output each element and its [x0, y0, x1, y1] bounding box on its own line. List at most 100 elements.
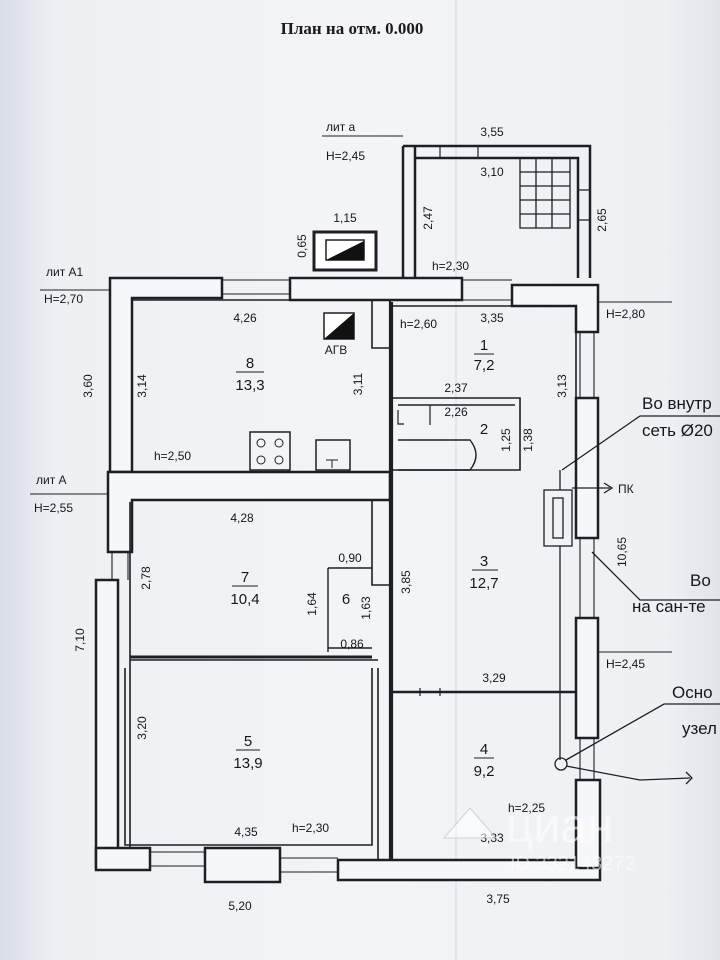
dim-3-11: 3,11 [351, 372, 365, 395]
height-room1: h=2,60 [400, 317, 437, 331]
dim-3-55: 3,55 [480, 125, 504, 139]
room-3-number: 3 [480, 553, 488, 570]
watermark-id: ID 332143272 [510, 853, 636, 875]
room-7: 7 10,4 [230, 569, 259, 608]
lit-A-height: H=2,55 [34, 501, 73, 515]
height-ext-mid: H=2,45 [606, 657, 645, 671]
veranda-stairs [519, 158, 571, 229]
lit-a1-height: H=2,70 [44, 292, 83, 306]
room-7-area: 10,4 [230, 591, 259, 608]
dim-1-25: 1,25 [499, 428, 513, 452]
room-7-number: 7 [241, 569, 249, 586]
note2-line1: Во [690, 571, 711, 590]
sink-fixture [397, 405, 431, 425]
height-ext-top: H=2,80 [606, 307, 645, 321]
note1-line2: сеть Ø20 [642, 421, 713, 440]
dim-2-26: 2,26 [444, 405, 468, 419]
door-mark-4 [419, 688, 441, 696]
room-3-area: 12,7 [469, 575, 498, 592]
dim-5-20: 5,20 [228, 899, 252, 913]
outer-wall-bottom-mid [203, 846, 282, 884]
closet-6 [327, 567, 372, 652]
room-4-number: 4 [480, 741, 488, 758]
room-8-area: 13,3 [235, 377, 264, 394]
lit-A-name: лит А [36, 473, 67, 487]
dim-7-10: 7,10 [73, 628, 87, 652]
dim-1-63: 1,63 [359, 596, 373, 620]
fire-hydrant-arrow [572, 482, 614, 494]
dim-4-26: 4,26 [233, 311, 257, 325]
dim-2-78: 2,78 [139, 566, 153, 590]
top-window-veranda [462, 279, 512, 301]
riser-box [543, 489, 573, 547]
dim-3-60: 3,60 [81, 374, 95, 398]
veranda-wall [401, 144, 592, 278]
outer-wall-left [108, 276, 224, 474]
dim-0-65: 0,65 [295, 234, 309, 258]
dim-2-47: 2,47 [421, 206, 435, 230]
riser-box-inner [552, 497, 564, 539]
plan-title: План на отм. 0.000 [281, 19, 424, 38]
room8-window [222, 279, 290, 295]
height-room8: h=2,50 [154, 449, 191, 463]
paper-fold [455, 0, 457, 960]
bathtub [398, 439, 477, 471]
dimension-labels: 3,55 3,10 2,47 2,65 1,15 0,65 4,26 3,35 … [73, 125, 629, 913]
room1-outline [392, 305, 577, 470]
dim-4-35: 4,35 [234, 825, 258, 839]
room-4: 4 9,2 [474, 741, 495, 780]
outlet-pipe [565, 765, 693, 785]
dim-0-90: 0,90 [338, 551, 362, 565]
dim-3-29: 3,29 [482, 671, 506, 685]
room5-outline [124, 668, 379, 860]
dim-2-65: 2,65 [595, 208, 609, 232]
height-room4: h=2,25 [508, 801, 545, 815]
dim-3-14: 3,14 [135, 374, 149, 398]
dim-3-75: 3,75 [486, 892, 510, 906]
leader-note2 [591, 551, 720, 601]
dim-3-35: 3,35 [480, 311, 504, 325]
bottom-window [150, 851, 338, 873]
room-5: 5 13,9 [233, 733, 262, 772]
height-veranda: h=2,30 [432, 259, 469, 273]
room-5-area: 13,9 [233, 755, 262, 772]
leader-note3 [565, 703, 720, 761]
leader-note1 [561, 415, 720, 471]
dim-3-13: 3,13 [555, 374, 569, 398]
note2-line2: на сан-те [632, 597, 706, 616]
dim-1-38: 1,38 [521, 428, 535, 452]
corridor-wall [388, 300, 394, 860]
note1-line1: Во внутр [642, 394, 712, 413]
right-window-lines [579, 332, 595, 780]
lit-a-name: лит а [326, 120, 356, 134]
lit-a-height: H=2,45 [326, 149, 365, 163]
outer-wall-right-bottom [574, 778, 602, 870]
outer-wall-right-lower [574, 616, 600, 740]
room-1: 1 7,2 [474, 337, 495, 374]
veranda-window [439, 146, 590, 221]
room-1-area: 7,2 [474, 357, 495, 374]
water-meter-icon [554, 757, 568, 771]
dim-3-10: 3,10 [480, 165, 504, 179]
boiler-label: АГВ [325, 343, 348, 357]
chimney-icon [312, 230, 378, 272]
room-2-number: 2 [480, 421, 488, 438]
watermark-brand: циан [506, 800, 614, 853]
outer-wall-bottom-right [336, 858, 602, 882]
outer-wall-left-bottom [94, 578, 120, 870]
room-4-area: 9,2 [474, 763, 495, 780]
room-8-number: 8 [246, 355, 254, 372]
room-3: 3 12,7 [469, 553, 498, 592]
utility-notes: Во внутр сеть Ø20 Во на сан-те Осно узел [632, 394, 717, 738]
height-room5: h=2,30 [292, 821, 329, 835]
room-1-number: 1 [480, 337, 488, 354]
dim-1-15: 1,15 [333, 211, 357, 225]
boiler-agv-icon [323, 312, 355, 340]
dim-4-28: 4,28 [230, 511, 254, 525]
outer-wall-right-upper [574, 396, 600, 540]
dim-0-86: 0,86 [340, 637, 364, 651]
dim-3-85: 3,85 [399, 570, 413, 594]
dim-10-65: 10,65 [615, 537, 629, 567]
lit-a1-name: лит А1 [46, 265, 84, 279]
